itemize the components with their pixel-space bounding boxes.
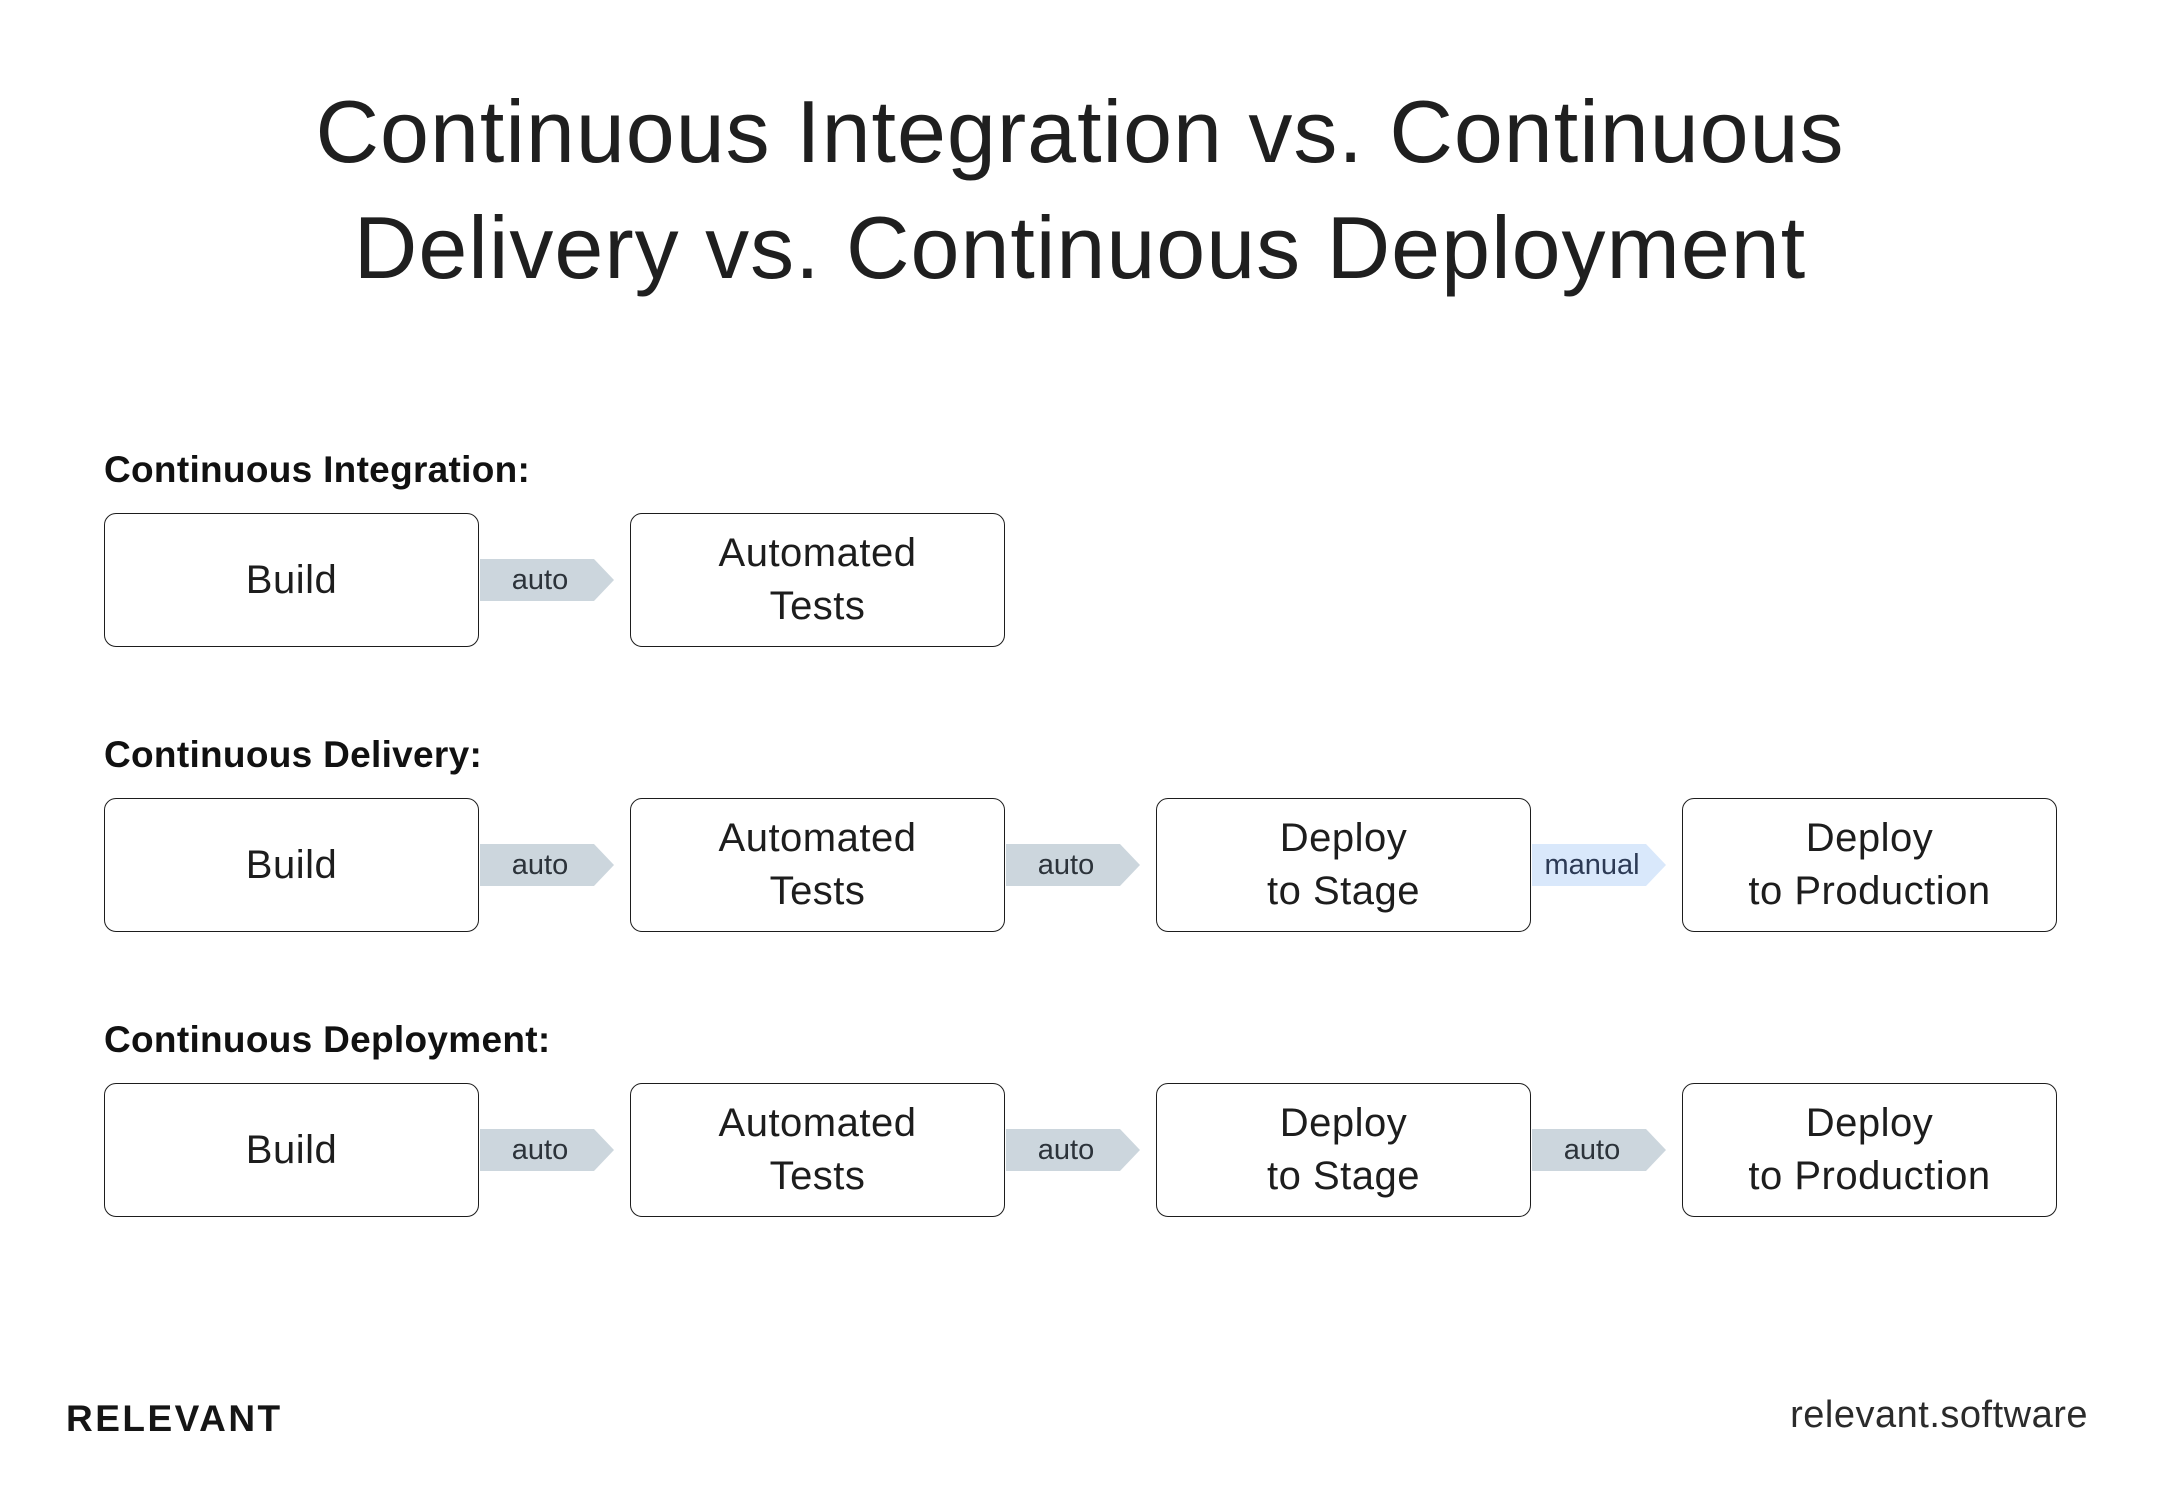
step-box-build: Build	[104, 1083, 479, 1217]
section-continuous-deployment: Continuous Deployment: Build auto Automa…	[104, 1018, 2057, 1217]
flow-connector: auto	[479, 798, 630, 932]
section-label: Continuous Integration:	[104, 449, 531, 490]
step-box-automated-tests: Automated Tests	[630, 1083, 1005, 1217]
flow-row: Build auto Automated Tests	[104, 513, 1005, 647]
auto-arrow-icon: auto	[480, 844, 614, 886]
arrow-label: auto	[1037, 1133, 1095, 1166]
arrow-label: auto	[511, 848, 569, 881]
step-box-automated-tests: Automated Tests	[630, 513, 1005, 647]
flow-connector: auto	[1005, 798, 1156, 932]
flow-connector: auto	[1005, 1083, 1156, 1217]
arrow-label: auto	[511, 1133, 569, 1166]
flow-row: Build auto Automated Tests auto Deploy t…	[104, 1083, 2057, 1217]
arrow-label: manual	[1544, 848, 1640, 881]
flow-connector: auto	[479, 513, 630, 647]
section-continuous-delivery: Continuous Delivery: Build auto Automate…	[104, 733, 2057, 932]
manual-arrow-icon: manual	[1532, 844, 1666, 886]
arrow-label: auto	[1037, 848, 1095, 881]
diagram-title-line1: Continuous Integration vs. Continuous	[315, 82, 1845, 181]
step-box-build: Build	[104, 513, 479, 647]
section-label: Continuous Deployment:	[104, 1019, 551, 1060]
auto-arrow-icon: auto	[1006, 844, 1140, 886]
website-url: relevant.software	[1790, 1394, 2088, 1436]
step-box-deploy-to-stage: Deploy to Stage	[1156, 798, 1531, 932]
step-box-build: Build	[104, 798, 479, 932]
section-label: Continuous Delivery:	[104, 734, 483, 775]
flow-connector: manual	[1531, 798, 1682, 932]
step-box-deploy-to-stage: Deploy to Stage	[1156, 1083, 1531, 1217]
flow-connector: auto	[1531, 1083, 1682, 1217]
auto-arrow-icon: auto	[1532, 1129, 1666, 1171]
arrow-label: auto	[1563, 1133, 1621, 1166]
step-box-automated-tests: Automated Tests	[630, 798, 1005, 932]
arrow-label: auto	[511, 563, 569, 596]
auto-arrow-icon: auto	[480, 1129, 614, 1171]
flow-row: Build auto Automated Tests auto Deploy t…	[104, 798, 2057, 932]
section-continuous-integration: Continuous Integration: Build auto Autom…	[104, 448, 1005, 647]
flow-connector: auto	[479, 1083, 630, 1217]
relevant-logo: RELEVANT	[66, 1398, 283, 1439]
auto-arrow-icon: auto	[480, 559, 614, 601]
diagram-title-line2: Delivery vs. Continuous Deployment	[353, 198, 1807, 297]
auto-arrow-icon: auto	[1006, 1129, 1140, 1171]
step-box-deploy-to-production: Deploy to Production	[1682, 798, 2057, 932]
diagram-title: Continuous Integration vs. Continuous De…	[0, 74, 2160, 306]
step-box-deploy-to-production: Deploy to Production	[1682, 1083, 2057, 1217]
